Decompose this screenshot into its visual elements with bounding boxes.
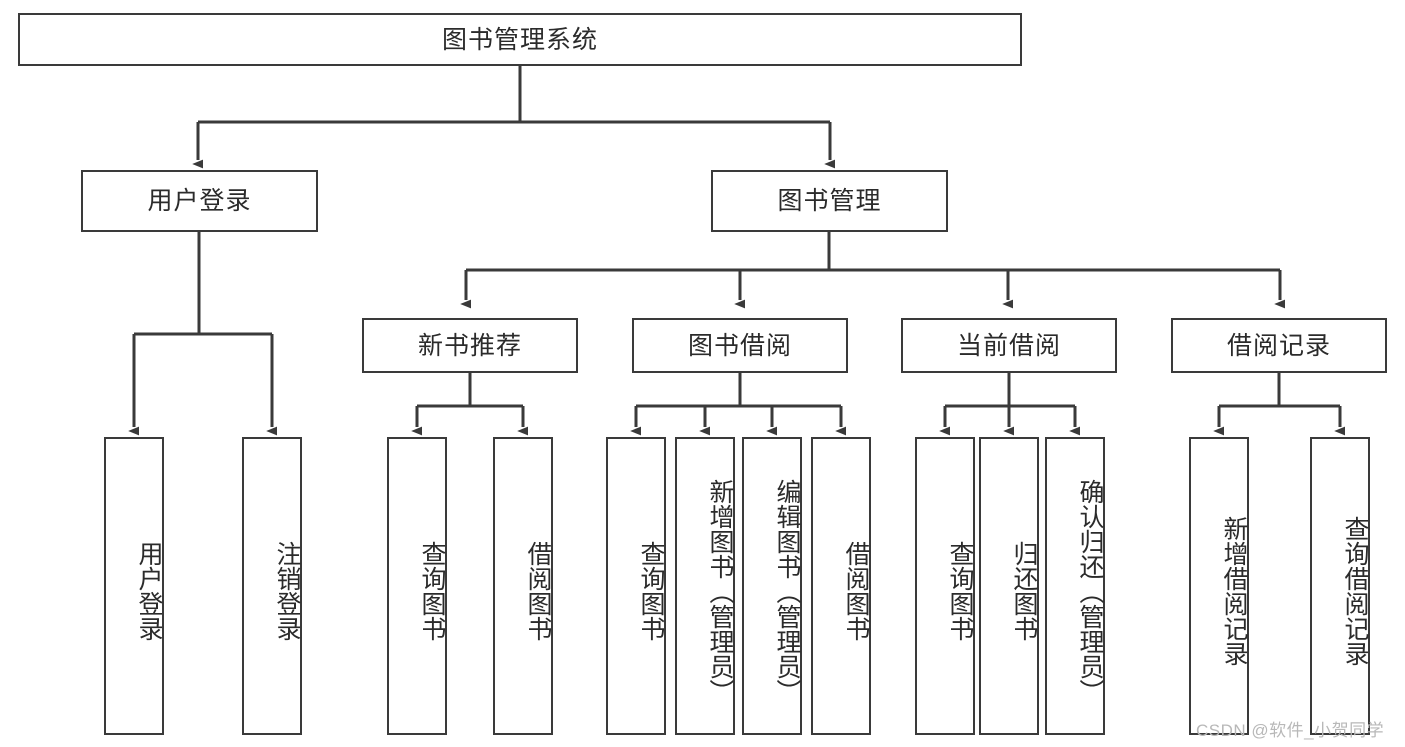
node-leaf-add-book-label: 新增图书（管理员）	[706, 478, 734, 704]
node-leaf-query-book-3-label: 查询图书	[946, 541, 974, 641]
node-leaf-return-book[interactable]: 归还图书	[979, 437, 1039, 735]
node-book-borrow-label: 图书借阅	[687, 331, 792, 360]
node-leaf-query-book-2[interactable]: 查询图书	[606, 437, 666, 735]
node-book-manage-label: 图书管理	[777, 187, 882, 215]
node-leaf-borrow-book-1[interactable]: 借阅图书	[493, 437, 553, 735]
node-root-label: 图书管理系统	[441, 25, 598, 54]
node-leaf-query-book-2-label: 查询图书	[637, 541, 665, 641]
node-leaf-confirm-return[interactable]: 确认归还（管理员）	[1045, 437, 1105, 735]
node-current-borrow-label: 当前借阅	[956, 331, 1061, 360]
node-book-manage[interactable]: 图书管理	[711, 170, 948, 232]
node-leaf-query-book-1-label: 查询图书	[418, 541, 446, 641]
node-leaf-query-book-3[interactable]: 查询图书	[915, 437, 975, 735]
node-leaf-borrow-book-1-label: 借阅图书	[524, 541, 552, 641]
node-leaf-confirm-return-label: 确认归还（管理员）	[1076, 478, 1104, 704]
node-leaf-user-login-label: 用户登录	[135, 541, 163, 641]
node-leaf-edit-book-label: 编辑图书（管理员）	[773, 478, 801, 704]
node-leaf-query-book-1[interactable]: 查询图书	[387, 437, 447, 735]
csdn-watermark: CSDN @软件_小贺同学	[1196, 721, 1385, 740]
node-leaf-borrow-book-2-label: 借阅图书	[842, 541, 870, 641]
node-leaf-edit-book[interactable]: 编辑图书（管理员）	[742, 437, 802, 735]
node-root[interactable]: 图书管理系统	[18, 13, 1022, 66]
node-leaf-user-logout[interactable]: 注销登录	[242, 437, 302, 735]
node-leaf-add-book[interactable]: 新增图书（管理员）	[675, 437, 735, 735]
node-leaf-user-login[interactable]: 用户登录	[104, 437, 164, 735]
node-new-book-recommend-label: 新书推荐	[417, 331, 522, 360]
node-new-book-recommend[interactable]: 新书推荐	[362, 318, 578, 373]
node-leaf-borrow-book-2[interactable]: 借阅图书	[811, 437, 871, 735]
node-current-borrow[interactable]: 当前借阅	[901, 318, 1117, 373]
node-leaf-return-book-label: 归还图书	[1010, 541, 1038, 641]
node-borrow-record-label: 借阅记录	[1226, 331, 1331, 360]
node-leaf-query-record[interactable]: 查询借阅记录	[1310, 437, 1370, 735]
node-user-login[interactable]: 用户登录	[81, 170, 318, 232]
node-leaf-query-record-label: 查询借阅记录	[1341, 516, 1369, 666]
node-user-login-label: 用户登录	[147, 187, 252, 215]
node-leaf-add-record-label: 新增借阅记录	[1220, 516, 1248, 666]
node-leaf-add-record[interactable]: 新增借阅记录	[1189, 437, 1249, 735]
node-leaf-user-logout-label: 注销登录	[273, 541, 301, 641]
node-borrow-record[interactable]: 借阅记录	[1171, 318, 1387, 373]
node-book-borrow[interactable]: 图书借阅	[632, 318, 848, 373]
